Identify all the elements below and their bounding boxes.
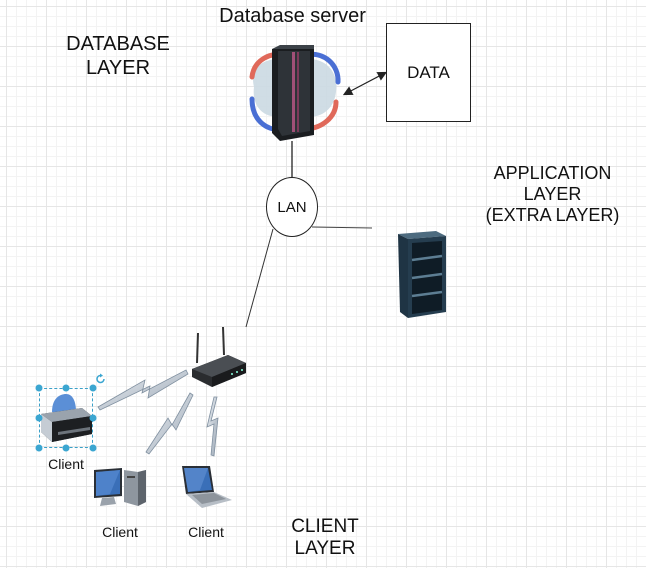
resize-handle-e[interactable] [89,414,97,422]
resize-handle-n[interactable] [62,384,70,392]
application-layer-label: APPLICATION LAYER (EXTRA LAYER) [485,163,620,226]
database-layer-label: DATABASE LAYER [66,33,170,79]
resize-handle-ne[interactable] [89,384,97,392]
client-laptop-label: Client [188,524,224,540]
mainframe-server-icon[interactable] [244,37,344,141]
server-rack-icon[interactable] [396,228,448,320]
printer-icon[interactable] [38,392,94,446]
lan-node[interactable]: LAN [266,177,318,237]
lan-router-link[interactable] [245,228,274,328]
data-label: DATA [407,62,450,82]
client-desktop-label: Client [102,524,138,540]
database-server-label: Database server [219,5,366,27]
resize-handle-s[interactable] [62,444,70,452]
db-data-arrow[interactable] [342,71,388,96]
client-printer-label: Client [48,456,84,472]
wireless-link-laptop[interactable] [206,396,219,457]
resize-handle-sw[interactable] [35,444,43,452]
wireless-link-desktop[interactable] [145,392,194,455]
resize-handle-se[interactable] [89,444,97,452]
wireless-link-printer[interactable] [97,369,189,411]
selection-frame [39,388,93,448]
client-layer-label: CLIENT LAYER [291,516,359,560]
data-storage-node[interactable]: DATA [386,23,471,122]
lan-label: LAN [277,198,307,216]
desktop-computer-icon[interactable] [92,466,148,508]
resize-handle-w[interactable] [35,414,43,422]
laptop-icon[interactable] [178,464,234,510]
rotate-icon[interactable] [95,373,107,385]
wireless-router-icon[interactable] [188,325,248,389]
resize-handle-nw[interactable] [35,384,43,392]
lan-app-link[interactable] [311,226,373,229]
